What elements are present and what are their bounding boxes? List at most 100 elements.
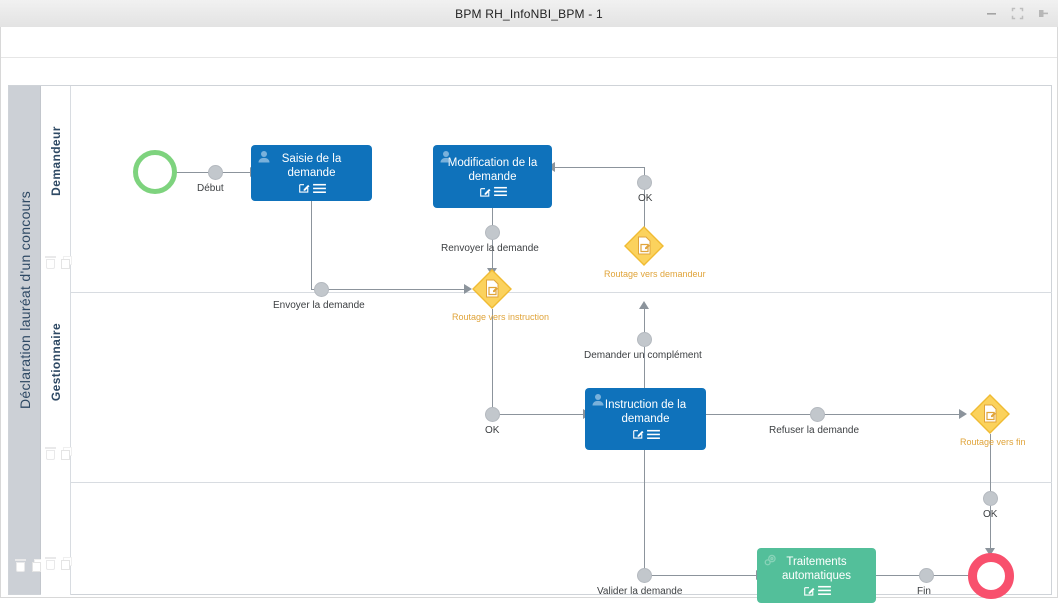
edge-label-ok-fin: OK — [983, 509, 998, 520]
gateway-diamond-icon — [472, 269, 512, 309]
task-label: Traitements automatiques — [781, 555, 852, 582]
pool-delete-icon[interactable] — [15, 559, 26, 572]
edge-label-ok-demandeur: OK — [638, 193, 653, 204]
maximize-icon[interactable] — [1011, 7, 1024, 20]
pool-declaration[interactable]: Déclaration lauréat d'un concours Demand… — [8, 85, 1052, 603]
gateway-diamond-icon — [970, 394, 1010, 434]
lane-gestionnaire-label: Gestionnaire — [49, 322, 63, 402]
edge-saisie-right — [311, 289, 465, 290]
title-bar: BPM RH_InfoNBI_BPM - 1 — [0, 0, 1058, 28]
lane-divider-2 — [41, 482, 1052, 483]
user-icon — [591, 393, 605, 406]
edge-handle-complement[interactable] — [637, 332, 652, 347]
user-icon — [257, 150, 271, 163]
edge-refuser — [706, 414, 960, 415]
pool-title: Déclaration lauréat d'un concours — [17, 190, 33, 410]
lane-gestionnaire-icons — [45, 447, 72, 460]
edge-gwdemandeur-up — [644, 167, 645, 253]
edge-label-refuser: Refuser la demande — [769, 425, 860, 436]
task-action-icons — [632, 428, 660, 440]
lane-unnamed[interactable] — [41, 482, 1052, 595]
minimize-icon[interactable] — [985, 7, 998, 20]
edit-icon — [298, 184, 309, 193]
edge-gwinstruction-right — [492, 414, 584, 415]
editor-body: Déclaration lauréat d'un concours Demand… — [0, 27, 1058, 603]
lane-demandeur-delete-icon[interactable] — [45, 256, 56, 269]
edge-handle-refuser[interactable] — [810, 407, 825, 422]
edge-saisie-arrow — [464, 284, 472, 294]
gateway-routage-vers-fin[interactable] — [970, 394, 1010, 434]
window-controls — [985, 0, 1050, 27]
lane-unnamed-copy-icon[interactable] — [61, 557, 72, 570]
task-label: Saisie de la demande — [281, 153, 342, 179]
lane-demandeur-icons — [45, 256, 72, 269]
edge-refuser-arrow — [959, 409, 967, 419]
gateway-routage-vers-demandeur[interactable] — [624, 226, 664, 266]
lane-gestionnaire-header[interactable]: Gestionnaire — [41, 292, 72, 482]
pin-icon[interactable] — [1037, 7, 1050, 20]
edge-label-valider: Valider la demande — [597, 586, 683, 597]
edge-gwinstruction-down — [492, 309, 493, 414]
edge-label-debut: Début — [197, 183, 224, 194]
task-traitements-automatiques[interactable]: Traitements automatiques — [757, 548, 876, 603]
lane-demandeur-copy-icon[interactable] — [61, 256, 72, 269]
task-action-icons — [803, 585, 831, 597]
edge-handle-ok-demandeur[interactable] — [637, 175, 652, 190]
gears-icon — [763, 553, 777, 566]
gateway-diamond-icon — [624, 226, 664, 266]
edge-valider-down — [644, 450, 645, 575]
edge-valider-right — [644, 575, 757, 576]
edge-gwdemandeur-left — [554, 167, 645, 168]
edge-handle-renvoyer[interactable] — [485, 225, 500, 240]
edge-label-fin: Fin — [917, 586, 931, 597]
lane-gestionnaire-delete-icon[interactable] — [45, 447, 56, 460]
user-icon — [439, 150, 453, 163]
edge-label-envoyer: Envoyer la demande — [273, 300, 365, 311]
lane-unnamed-header[interactable] — [41, 482, 72, 595]
gateway-routage-vers-instruction[interactable] — [472, 269, 512, 309]
list-icon — [493, 186, 507, 196]
edge-handle-valider[interactable] — [637, 568, 652, 583]
edge-label-ok-instruction: OK — [485, 425, 500, 436]
edit-icon — [632, 430, 643, 439]
edge-handle-debut[interactable] — [208, 165, 223, 180]
task-action-icons — [479, 186, 507, 198]
gateway-routage-vers-instruction-label: Routage vers instruction — [452, 312, 550, 322]
lane-unnamed-delete-icon[interactable] — [45, 557, 56, 570]
edge-gwfin-arrow — [985, 548, 995, 556]
edge-saisie-down — [311, 200, 312, 289]
list-icon — [312, 183, 326, 193]
edge-handle-fin[interactable] — [919, 568, 934, 583]
task-instruction-de-la-demande[interactable]: Instruction de la demande — [585, 388, 706, 450]
lane-divider-1 — [41, 292, 1052, 293]
lane-gestionnaire[interactable]: Gestionnaire — [41, 292, 1052, 482]
pool-action-icons — [15, 559, 43, 572]
edge-label-renvoyer: Renvoyer la demande — [441, 243, 539, 254]
task-label: Modification de la demande — [447, 156, 538, 183]
pool-header[interactable]: Déclaration lauréat d'un concours — [9, 86, 43, 594]
end-event[interactable] — [968, 553, 1014, 599]
edit-icon — [803, 586, 814, 596]
list-icon — [646, 429, 660, 439]
lane-unnamed-icons — [45, 557, 72, 570]
edit-icon — [479, 187, 490, 197]
window-title: BPM RH_InfoNBI_BPM - 1 — [455, 6, 603, 21]
lane-demandeur-label: Demandeur — [49, 126, 63, 196]
start-event[interactable] — [133, 150, 177, 194]
lane-gestionnaire-copy-icon[interactable] — [61, 447, 72, 460]
task-label: Instruction de la demande — [604, 399, 687, 425]
edge-handle-ok-fin[interactable] — [983, 491, 998, 506]
edge-complement-up — [644, 308, 645, 416]
lane-demandeur[interactable]: Demandeur — [41, 86, 1052, 292]
task-modification-de-la-demande[interactable]: Modification de la demande — [433, 145, 552, 208]
task-action-icons — [298, 182, 326, 194]
task-saisie-de-la-demande[interactable]: Saisie de la demande — [251, 145, 372, 201]
gateway-routage-vers-fin-label: Routage vers fin — [960, 437, 1026, 447]
edge-handle-envoyer[interactable] — [314, 282, 329, 297]
lane-demandeur-header[interactable]: Demandeur — [41, 86, 72, 292]
diagram-canvas[interactable]: Déclaration lauréat d'un concours Demand… — [8, 58, 1052, 603]
edge-handle-ok-instruction[interactable] — [485, 407, 500, 422]
edge-complement-arrow — [639, 301, 649, 309]
toolbar-strip — [1, 27, 1057, 58]
